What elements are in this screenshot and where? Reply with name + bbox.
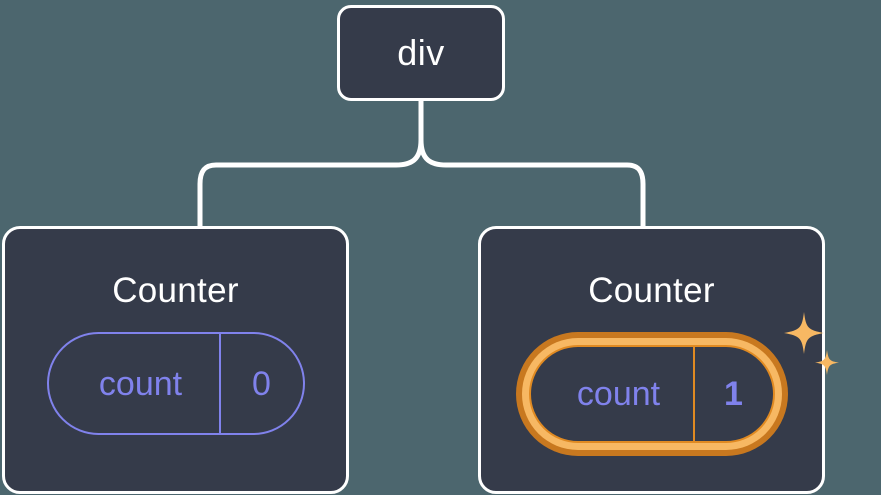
sparkle-large-icon bbox=[783, 312, 824, 354]
node-div-label: div bbox=[397, 32, 445, 73]
state-pill-highlight-ring-outer: count 1 bbox=[515, 332, 788, 456]
node-counter-right-label: Counter bbox=[588, 271, 715, 310]
state-key-right: count bbox=[576, 375, 661, 413]
node-counter-left-label: Counter bbox=[112, 271, 239, 310]
node-counter-right[interactable]: Counter count 1 bbox=[478, 226, 839, 494]
node-counter-left[interactable]: Counter count 0 bbox=[2, 226, 349, 494]
state-pill-right[interactable]: count 1 bbox=[528, 345, 775, 443]
node-div[interactable]: div bbox=[337, 5, 505, 101]
state-key-left: count bbox=[98, 364, 183, 403]
state-value-left: 0 bbox=[218, 334, 303, 433]
state-pill-wrapper-left: count 0 bbox=[46, 332, 305, 435]
state-value-right: 1 bbox=[692, 347, 773, 441]
state-pill-highlight-ring-inner: count 1 bbox=[521, 338, 782, 450]
state-pill-left[interactable]: count 0 bbox=[46, 332, 305, 435]
state-pill-wrapper-right: count 1 bbox=[515, 312, 839, 456]
